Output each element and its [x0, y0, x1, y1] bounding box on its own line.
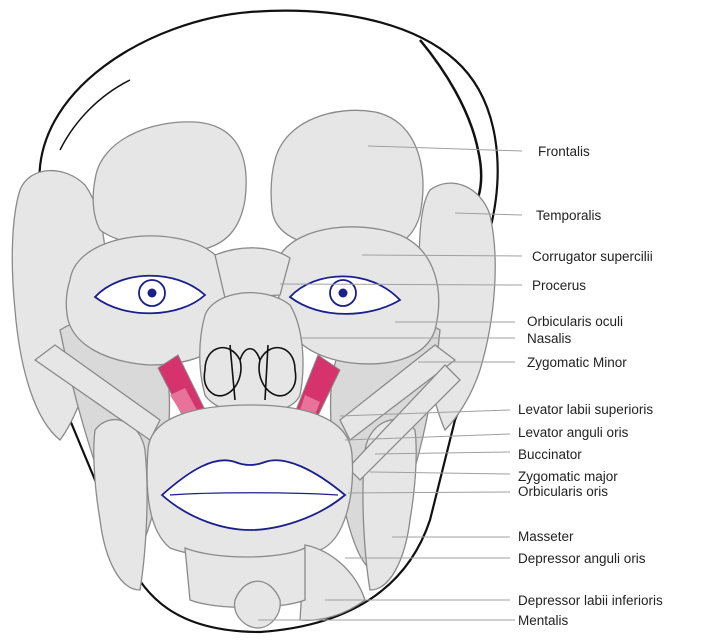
label-mentalis: Mentalis [518, 613, 569, 628]
procerus-shape [215, 248, 290, 298]
label-nasalis: Nasalis [527, 331, 572, 346]
label-levator-labii-superioris: Levator labii superioris [518, 402, 653, 417]
label-levator-anguli-oris: Levator anguli oris [518, 425, 629, 440]
label-buccinator: Buccinator [518, 447, 582, 462]
label-depressor-labii-inferioris: Depressor labii inferioris [518, 593, 663, 608]
label-orbicularis-oculi: Orbicularis oculi [527, 314, 623, 329]
label-zygomatic-minor: Zygomatic Minor [527, 355, 627, 370]
label-masseter: Masseter [518, 529, 574, 544]
masseter-left-shape [94, 420, 147, 590]
label-orbicularis-oris: Orbicularis oris [518, 484, 608, 499]
label-zygomatic-major: Zygomatic major [518, 469, 618, 484]
label-depressor-anguli-oris: Depressor anguli oris [518, 551, 646, 566]
label-procerus: Procerus [532, 278, 586, 293]
labels: Frontalis Temporalis Corrugator supercil… [518, 144, 663, 628]
label-temporalis: Temporalis [536, 208, 602, 223]
label-frontalis: Frontalis [538, 144, 590, 159]
mentalis-shape [235, 581, 281, 628]
label-corrugator-supercilii: Corrugator supercilii [532, 249, 653, 264]
